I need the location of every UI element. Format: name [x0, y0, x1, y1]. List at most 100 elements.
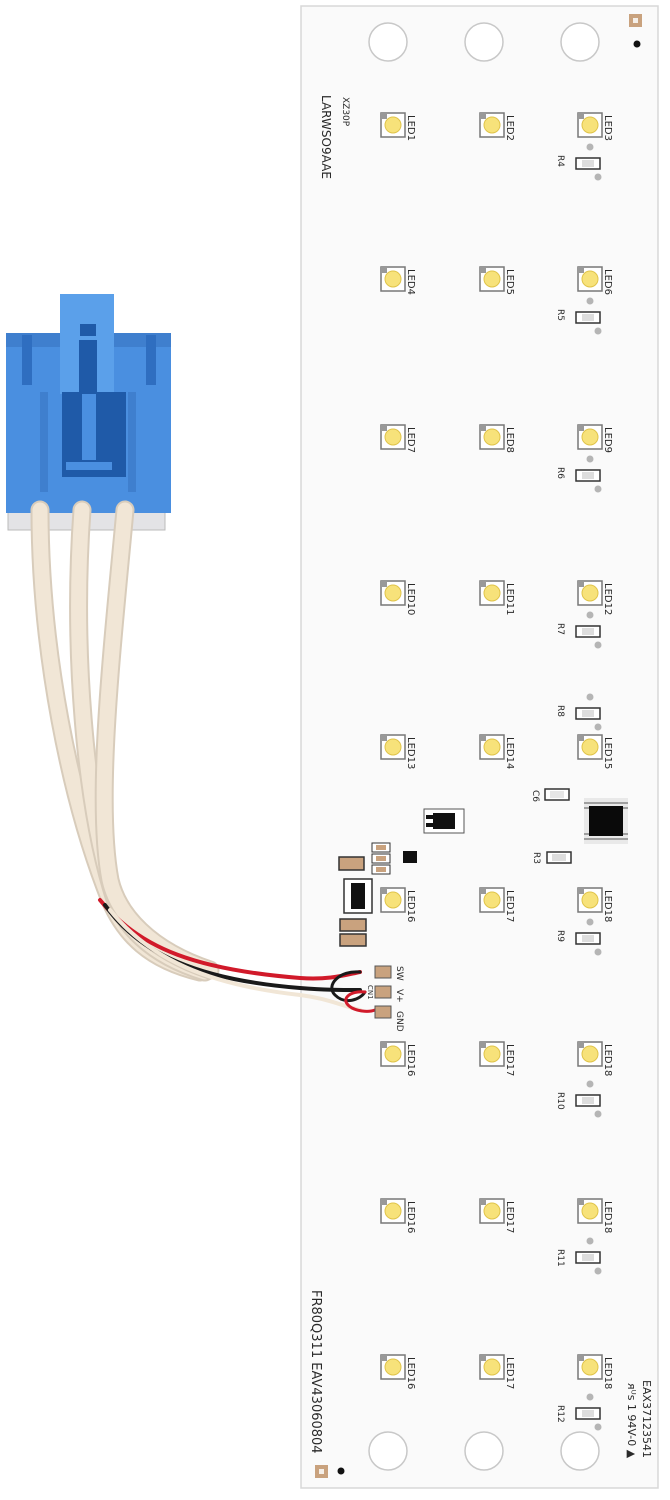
led-label: LED17 — [504, 1044, 515, 1076]
led-8-3: LED18 — [577, 1198, 613, 1233]
led-8-1: LED16 — [380, 1198, 416, 1233]
mounting-hole — [464, 1431, 504, 1471]
led-1-2: LED2 — [479, 112, 515, 141]
ic-chip — [584, 798, 628, 844]
colored-wires — [98, 898, 377, 1013]
smd-resistor — [338, 856, 365, 871]
connector-ref-label: CN1 — [366, 985, 374, 1000]
led-label: LED1 — [405, 115, 416, 141]
corner-pad-inner — [633, 18, 638, 23]
led-3-1: LED7 — [380, 424, 416, 453]
led-label: LED5 — [504, 269, 515, 295]
led-1-3: LED3 — [577, 112, 613, 141]
resistor-label: R5 — [555, 309, 565, 321]
resistor-label: R12 — [555, 1405, 565, 1423]
resistor-r10: R10 — [555, 1080, 602, 1118]
resistor-r9: R9 — [555, 918, 602, 956]
resistor-r8: R8 — [555, 693, 602, 731]
led-label: LED16 — [405, 1201, 416, 1233]
resistor-r7: R7 — [555, 611, 602, 649]
transistor — [423, 808, 465, 834]
led-3-3: LED9 — [577, 424, 613, 453]
led-label: LED17 — [504, 1201, 515, 1233]
resistor-r3 — [546, 851, 572, 864]
resistor-r4: R4 — [555, 143, 602, 181]
ul-certification-label: ᴙᵁs 1 94V-0 ▲ — [625, 1383, 638, 1459]
resistor-r12: R12 — [555, 1393, 602, 1431]
led-8-2: LED17 — [479, 1198, 515, 1233]
led-label: LED13 — [405, 737, 416, 769]
led-label: LED9 — [602, 427, 613, 453]
led-4-1: LED10 — [380, 580, 416, 615]
small-diode — [403, 851, 417, 863]
mounting-hole — [560, 1431, 600, 1471]
board-model-small-label: XZ30P — [340, 97, 350, 127]
led-label: LED2 — [504, 115, 515, 141]
corner-dot — [633, 40, 641, 48]
capacitor-c6-label: C6 — [530, 790, 540, 802]
led-5-2: LED14 — [479, 734, 515, 769]
mounting-hole — [560, 22, 600, 62]
led-9-2: LED17 — [479, 1354, 515, 1389]
resistor-label: R6 — [555, 467, 565, 479]
resistor-label: R11 — [555, 1249, 565, 1267]
led-5-3: LED15 — [577, 734, 613, 769]
connector-pin-gnd-label: GND — [394, 1011, 404, 1032]
led-label: LED12 — [602, 583, 613, 615]
led-label: LED16 — [405, 1044, 416, 1076]
led-6-3: LED18 — [577, 887, 613, 922]
resistor-r5: R5 — [555, 297, 602, 335]
led-label: LED18 — [602, 1201, 613, 1233]
corner-dot — [337, 1467, 345, 1475]
led-6-1: LED16 — [380, 887, 416, 922]
board-part-label: FR80Q311 EAV43060804 — [308, 1290, 323, 1454]
diode-package — [343, 878, 373, 914]
led-4-3: LED12 — [577, 580, 613, 615]
led-label: LED16 — [405, 1357, 416, 1389]
board-code-label: EAX37123541 — [640, 1380, 653, 1458]
resistor-r11: R11 — [555, 1237, 602, 1275]
led-label: LED3 — [602, 115, 613, 141]
led-2-2: LED5 — [479, 266, 515, 295]
led-3-2: LED8 — [479, 424, 515, 453]
board-model-label: LARWSO9AAE — [319, 95, 333, 179]
wire-connector-housing — [6, 294, 171, 531]
connector-pin-vplus-label: V+ — [394, 989, 404, 1003]
corner-pad-inner — [319, 1469, 324, 1474]
led-6-2: LED17 — [479, 887, 515, 922]
led-label: LED18 — [602, 1044, 613, 1076]
led-label: LED18 — [602, 1357, 613, 1389]
resistor-r3-label: R3 — [531, 852, 541, 864]
led-2-3: LED6 — [577, 266, 613, 295]
mounting-hole — [464, 22, 504, 62]
led-label: LED11 — [504, 583, 515, 615]
resistor-label: R10 — [555, 1092, 565, 1110]
led-label: LED16 — [405, 890, 416, 922]
led-9-3: LED18 — [577, 1354, 613, 1389]
resistor-label: R8 — [555, 705, 565, 717]
led-label: LED10 — [405, 583, 416, 615]
led-9-1: LED16 — [380, 1354, 416, 1389]
led-label: LED4 — [405, 269, 416, 295]
smd-pad — [339, 918, 367, 932]
led-1-1: LED1 — [380, 112, 416, 141]
resistor-label: R7 — [555, 623, 565, 635]
led-2-1: LED4 — [380, 266, 416, 295]
smd-capacitor-group — [371, 842, 391, 875]
led-label: LED6 — [602, 269, 613, 295]
mounting-hole — [368, 1431, 408, 1471]
resistor-r6: R6 — [555, 455, 602, 493]
smd-pad — [339, 933, 367, 947]
mounting-hole — [368, 22, 408, 62]
resistor-label: R4 — [555, 155, 565, 167]
led-label: LED18 — [602, 890, 613, 922]
led-7-2: LED17 — [479, 1041, 515, 1076]
led-label: LED7 — [405, 427, 416, 453]
led-label: LED17 — [504, 1357, 515, 1389]
connector-pin-sw-label: SW — [394, 966, 404, 981]
led-label: LED8 — [504, 427, 515, 453]
resistor-label: R9 — [555, 930, 565, 942]
led-7-3: LED18 — [577, 1041, 613, 1076]
